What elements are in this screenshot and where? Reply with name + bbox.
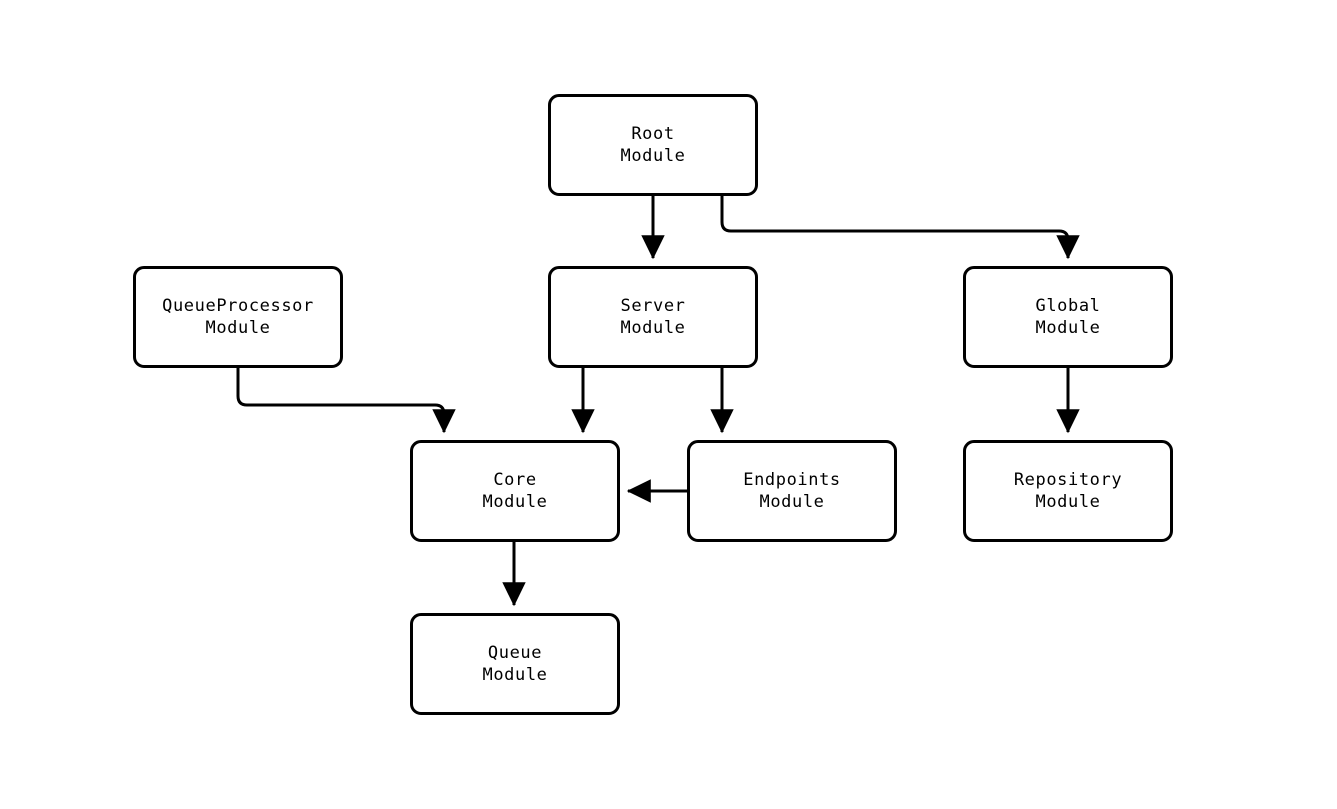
node-queueprocessor-module[interactable]: QueueProcessor Module	[133, 266, 343, 368]
node-queue-module[interactable]: Queue Module	[410, 613, 620, 715]
node-server-module[interactable]: Server Module	[548, 266, 758, 368]
node-label-line2: Module	[1035, 492, 1101, 512]
node-label-line1: Global	[1035, 296, 1101, 316]
node-label-line2: Module	[205, 318, 271, 338]
edge-queueprocessor-to-core	[236, 368, 456, 434]
node-label-line2: Module	[759, 492, 825, 512]
edge-root-to-global	[720, 196, 1080, 260]
node-label-line2: Module	[482, 665, 548, 685]
node-label-line1: Queue	[487, 643, 543, 663]
node-endpoints-module[interactable]: Endpoints Module	[687, 440, 897, 542]
node-label-line1: QueueProcessor	[162, 296, 314, 316]
node-label-line1: Root	[631, 124, 675, 144]
node-label-line2: Module	[620, 146, 686, 166]
node-label-line1: Endpoints	[743, 470, 841, 490]
node-repository-module[interactable]: Repository Module	[963, 440, 1173, 542]
node-root-module[interactable]: Root Module	[548, 94, 758, 196]
node-label-line2: Module	[1035, 318, 1101, 338]
node-global-module[interactable]: Global Module	[963, 266, 1173, 368]
node-label-line1: Repository	[1013, 470, 1123, 490]
node-label-line1: Core	[493, 470, 537, 490]
node-core-module[interactable]: Core Module	[410, 440, 620, 542]
node-label-line1: Server	[620, 296, 686, 316]
node-label-line2: Module	[482, 492, 548, 512]
node-label-line2: Module	[620, 318, 686, 338]
